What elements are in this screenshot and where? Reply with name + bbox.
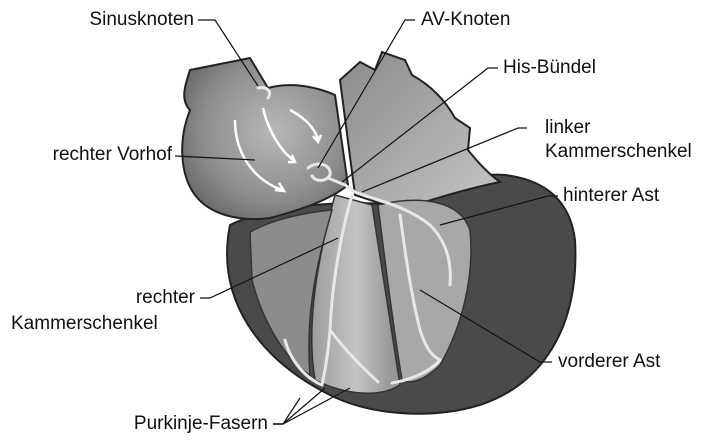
label-sinusknoten: Sinusknoten (30, 9, 194, 31)
label-linker-kammerschenkel: Kammerschenkel (545, 141, 692, 163)
label-linker: linker (545, 117, 590, 139)
label-rechter: rechter (60, 287, 195, 309)
label-rechter-vorhof: rechter Vorhof (4, 144, 172, 166)
left-atrium (340, 52, 500, 210)
leader-purkinje-1 (273, 398, 300, 424)
label-rechter-kammerschenkel: Kammerschenkel (11, 313, 158, 335)
label-hinterer-ast: hinterer Ast (563, 185, 659, 207)
label-purkinje-fasern: Purkinje-Fasern (60, 413, 268, 435)
right-atrium (182, 58, 348, 219)
label-vorderer-ast: vorderer Ast (558, 351, 660, 373)
label-his-buendel: His-Bündel (503, 57, 596, 79)
label-av-knoten: AV-Knoten (421, 9, 510, 31)
